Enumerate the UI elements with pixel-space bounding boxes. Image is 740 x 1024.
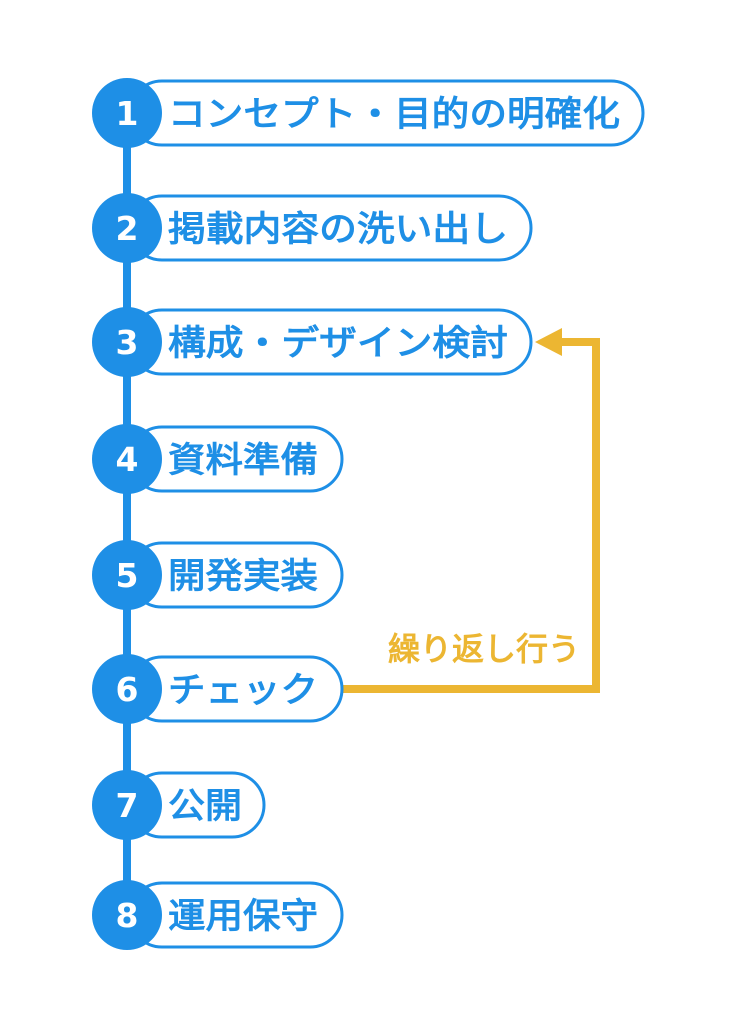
step-number-circle [92,654,162,724]
step-6: 6 チェック [92,654,344,724]
step-7: 7 公開 [92,770,266,840]
step-label: 構成・デザイン検討 [168,323,508,364]
loop-arrowhead-icon [535,328,562,356]
step-2: 2 掲載内容の洗い出し [92,193,533,263]
step-label: 開発実装 [168,557,318,597]
step-number: 4 [116,440,139,479]
step-number: 7 [116,786,139,825]
step-label: コンセプト・目的の明確化 [168,95,620,135]
step-number: 6 [116,670,139,709]
step-label: 公開 [168,787,242,827]
step-number: 8 [116,896,139,935]
step-number-circle [92,540,162,610]
loop-arrow [342,328,600,693]
step-number-circle [92,307,162,377]
step-4: 4 資料準備 [92,424,344,494]
loop-label: 繰り返し行う [388,630,580,668]
step-label: 掲載内容の洗い出し [168,210,508,250]
step-number-circle [92,424,162,494]
step-number: 3 [116,323,139,362]
step-number: 2 [116,209,139,248]
step-1: 1 コンセプト・目的の明確化 [92,78,645,148]
step-5: 5 開発実装 [92,540,344,610]
step-label: 資料準備 [168,441,318,481]
step-number-circle [92,193,162,263]
step-number-circle [92,78,162,148]
step-number-circle [92,880,162,950]
step-number-circle [92,770,162,840]
step-number: 1 [116,94,139,133]
step-label: 運用保守 [168,897,318,937]
loop-arrow-line [342,338,600,693]
step-number: 5 [116,556,139,595]
step-3: 3 構成・デザイン検討 [92,307,533,377]
step-label: チェック [168,671,318,711]
step-8: 8 運用保守 [92,880,344,950]
